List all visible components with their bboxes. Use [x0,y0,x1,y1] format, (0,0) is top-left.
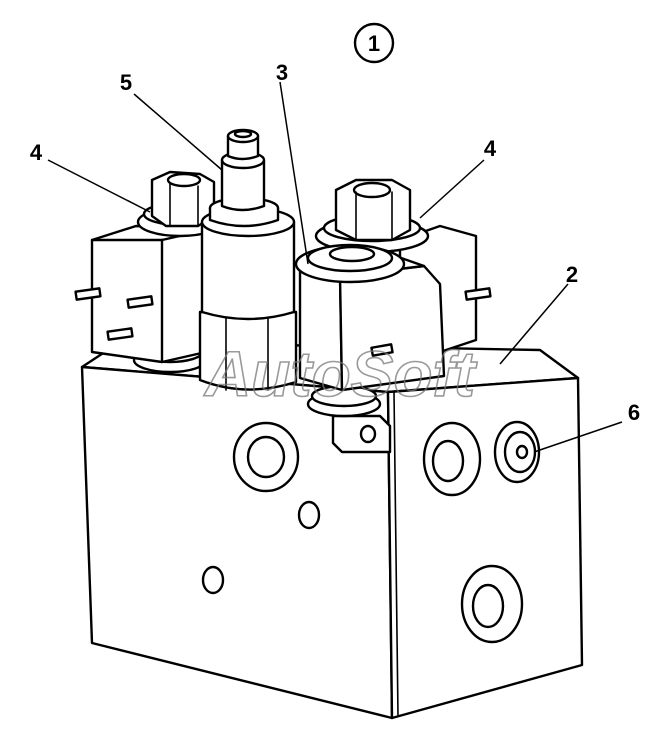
coil-3-front [294,243,446,418]
manifold-block [80,340,584,720]
watermark: AutoSoft [203,338,478,410]
figure-number-badge: 1 [353,22,395,64]
plug-6 [493,420,541,484]
callout-5: 5 [120,70,132,95]
figure-number: 1 [368,31,380,56]
callout-4-right: 4 [484,136,497,161]
leader-lines [47,81,623,453]
callout-6: 6 [628,400,640,425]
callout-labels: 5 3 4 4 2 6 [30,60,640,425]
coil-4-left [74,170,224,374]
cartridge-valve-5 [198,128,298,391]
callout-3: 3 [276,60,288,85]
callout-2: 2 [566,262,578,287]
callout-4-left: 4 [30,140,43,165]
spacer-tab [331,414,392,454]
